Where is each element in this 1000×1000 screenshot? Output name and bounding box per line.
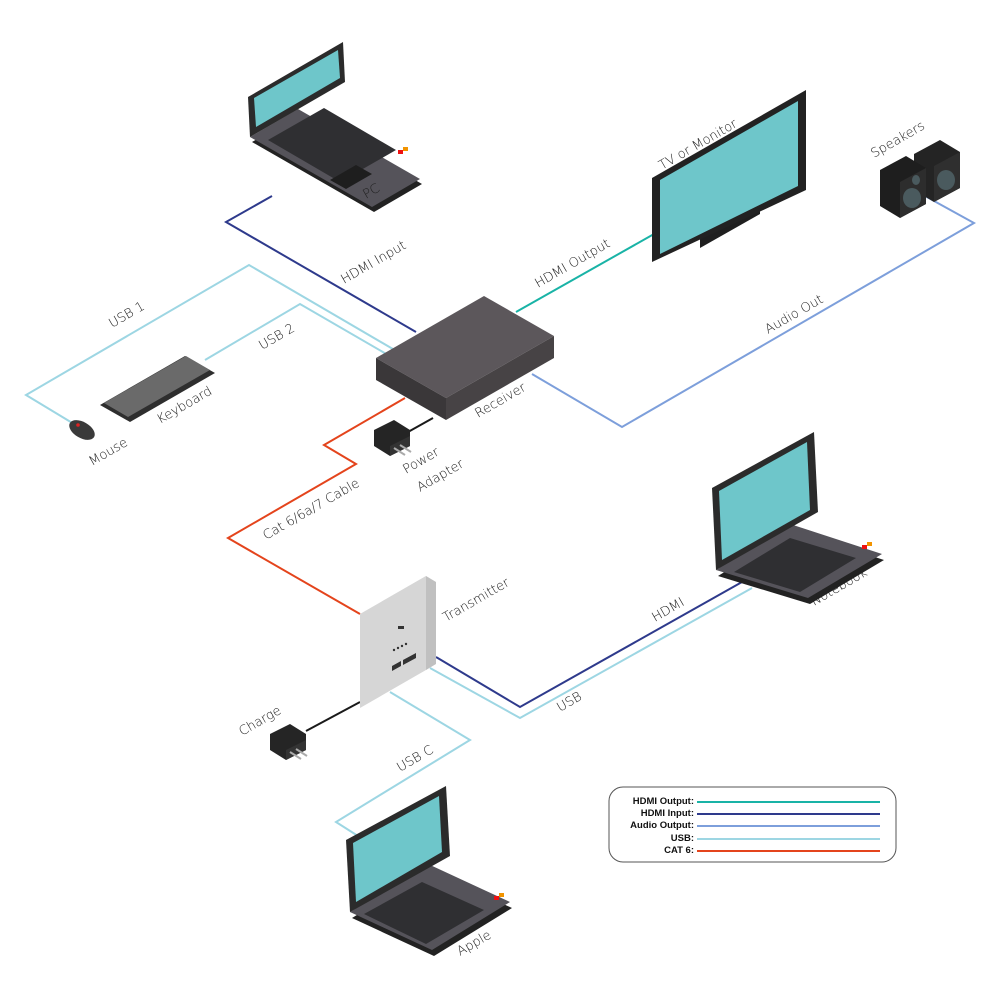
usb-notebook-cable bbox=[429, 587, 753, 720]
label-pc: PC bbox=[361, 181, 383, 202]
legend-item-hdmi-output: HDMI Output: bbox=[633, 796, 880, 807]
hdmi-input-cable bbox=[223, 195, 417, 333]
legend-label: Audio Output: bbox=[630, 820, 694, 831]
legend-item-hdmi-input: HDMI Input: bbox=[641, 808, 880, 819]
apple-laptop[interactable] bbox=[346, 786, 512, 956]
receiver[interactable] bbox=[376, 296, 554, 420]
mouse[interactable] bbox=[66, 416, 98, 444]
speakers[interactable] bbox=[880, 140, 960, 218]
label-usb: USB bbox=[555, 689, 585, 715]
apple-screen bbox=[353, 796, 442, 902]
legend: HDMI Output: HDMI Input: Audio Output: U… bbox=[608, 786, 897, 863]
legend-label: HDMI Input: bbox=[641, 808, 694, 819]
hdmi-notebook-cable bbox=[435, 581, 743, 709]
pc-screen bbox=[254, 50, 340, 127]
usbc-cable bbox=[334, 691, 472, 837]
legend-label: USB: bbox=[671, 833, 694, 844]
usb1-cable bbox=[24, 263, 399, 425]
notebook-screen bbox=[719, 442, 810, 560]
tv-monitor[interactable] bbox=[652, 90, 806, 262]
label-mouse: Mouse bbox=[87, 435, 131, 469]
legend-label: HDMI Output: bbox=[633, 796, 694, 807]
label-usbc: USB C bbox=[395, 743, 437, 776]
power-cable-receiver bbox=[407, 417, 434, 433]
hdmi-output-cable bbox=[515, 233, 655, 313]
usb2-cable bbox=[204, 302, 389, 361]
legend-item-audio-output: Audio Output: bbox=[630, 820, 880, 831]
label-hdmi: HDMI bbox=[650, 595, 688, 625]
charge-adapter[interactable] bbox=[270, 724, 308, 760]
notebook-laptop[interactable] bbox=[712, 432, 884, 604]
charge-cable bbox=[305, 701, 361, 732]
legend-box bbox=[608, 786, 897, 863]
legend-item-usb: USB: bbox=[671, 833, 880, 844]
power-adapter[interactable] bbox=[374, 420, 412, 456]
audio-output-cable bbox=[531, 195, 977, 429]
keyboard[interactable] bbox=[100, 356, 215, 422]
label-transmitter: Transmitter bbox=[441, 575, 513, 625]
cat6-cable bbox=[225, 397, 406, 615]
legend-item-cat6: CAT 6: bbox=[664, 845, 880, 856]
legend-label: CAT 6: bbox=[664, 845, 694, 856]
transmitter[interactable] bbox=[360, 576, 436, 708]
label-hdmi-input: HDMI Input bbox=[339, 238, 409, 287]
tv-screen bbox=[660, 101, 798, 254]
pc-laptop[interactable] bbox=[248, 42, 422, 212]
